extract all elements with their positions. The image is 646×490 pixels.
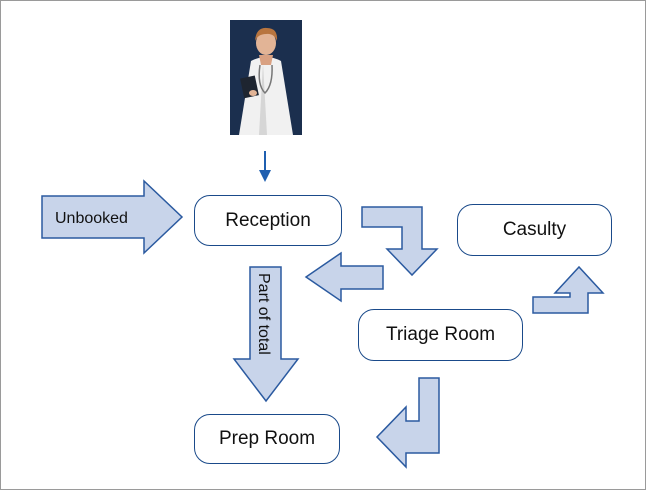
entry-arrow [259,151,271,182]
triage-room-node: Triage Room [358,309,523,361]
unbooked-label: Unbooked [55,210,128,227]
triage-to-prep-arrow [375,377,440,469]
triage-to-casulty-arrow [532,265,605,314]
reception-to-casulty-arrow [361,206,439,277]
part-of-total-arrow [232,266,300,403]
triage-to-reception-arrow [304,251,384,303]
part-of-total-label: Part of total [255,273,272,355]
reception-node: Reception [194,195,342,246]
doctor-icon [230,20,302,135]
casulty-node: Casulty [457,204,612,256]
unbooked-arrow [41,179,184,255]
prep-room-node: Prep Room [194,414,340,464]
